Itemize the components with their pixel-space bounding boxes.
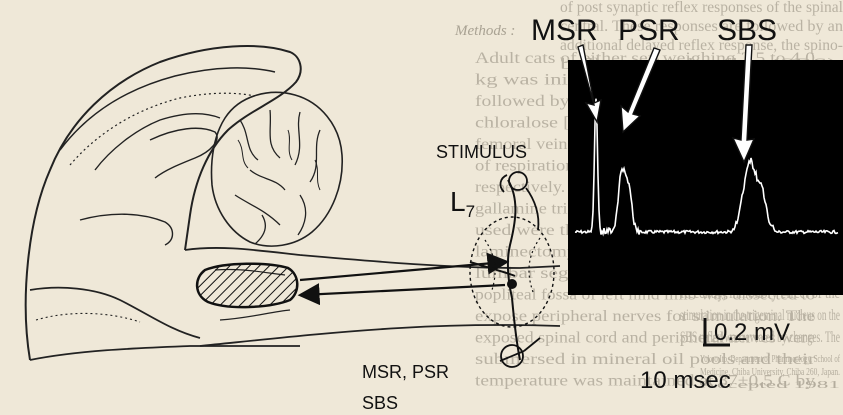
bg-line: additional delayed reflex response, the … bbox=[560, 37, 843, 54]
bg-line: Yokoo Ito, Department of Pharmacology, S… bbox=[700, 354, 840, 365]
bg-line: of post synaptic reflex responses of the… bbox=[560, 0, 843, 16]
bottom-sbs-label: SBS bbox=[362, 393, 398, 413]
cerebellum bbox=[212, 92, 343, 246]
scale-time-label: 10 msec bbox=[640, 367, 731, 394]
recording-label: MSR, PSR bbox=[362, 362, 449, 382]
hatched-reticular-region bbox=[197, 264, 297, 307]
sbs-label: SBS bbox=[717, 14, 777, 47]
scale-voltage-label: 0.2 mV bbox=[714, 319, 790, 346]
segment-subscript: 7 bbox=[466, 202, 475, 221]
segment-label: L7 bbox=[450, 186, 475, 221]
psr-label: PSR bbox=[618, 14, 680, 47]
bg-heading: Methods : bbox=[454, 23, 515, 39]
stimulus-label: STIMULUS bbox=[436, 142, 527, 162]
bg-line: central. These responses are followed by… bbox=[560, 18, 843, 35]
segment-letter: L bbox=[450, 186, 466, 217]
brain-outline bbox=[26, 46, 301, 360]
oscilloscope-panel bbox=[568, 60, 843, 295]
msr-label: MSR bbox=[531, 14, 598, 47]
